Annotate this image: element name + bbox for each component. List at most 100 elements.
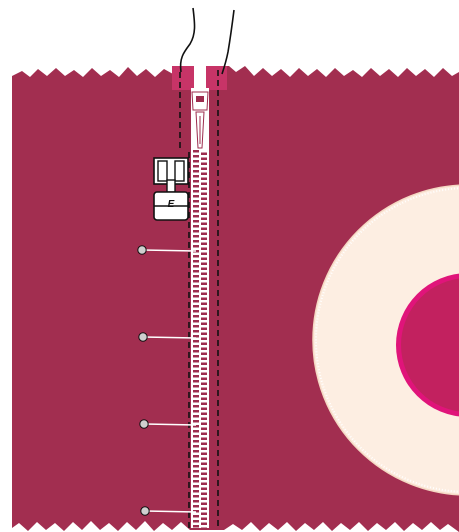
zipper-tooth [201, 447, 207, 450]
zipper-tooth [201, 337, 207, 340]
zipper-tooth [193, 365, 199, 368]
zipper-tooth [201, 257, 207, 260]
zipper-tooth [193, 230, 199, 233]
zipper-tooth [193, 250, 199, 253]
zipper-tooth [201, 272, 207, 275]
zipper-tooth [201, 502, 207, 505]
zipper-tooth [201, 412, 207, 415]
zipper-tooth [201, 517, 207, 520]
zipper-tooth [193, 435, 199, 438]
zipper-tooth [201, 417, 207, 420]
spool-inner [401, 278, 459, 412]
zipper-tooth [201, 382, 207, 385]
zipper-tooth [193, 200, 199, 203]
zipper-tooth [201, 472, 207, 475]
zipper-tooth [201, 512, 207, 515]
zipper-tooth [201, 252, 207, 255]
zipper-tooth [201, 432, 207, 435]
zipper-tooth [193, 305, 199, 308]
zipper-tooth [193, 390, 199, 393]
zipper-tooth [201, 262, 207, 265]
zipper-tooth [201, 167, 207, 170]
zipper-tooth [193, 225, 199, 228]
zipper-tooth [193, 470, 199, 473]
zipper-tooth [193, 355, 199, 358]
pin [137, 245, 197, 255]
zipper-tooth [201, 302, 207, 305]
zipper-tooth [193, 460, 199, 463]
presser-foot-letter: E [168, 199, 175, 210]
zipper-tooth [201, 462, 207, 465]
zipper-tooth [193, 500, 199, 503]
zipper-tooth [193, 170, 199, 173]
zipper-tooth [201, 232, 207, 235]
zipper-tooth [193, 175, 199, 178]
pin-shaft [144, 423, 197, 426]
zipper-tooth [193, 220, 199, 223]
zipper-tooth [193, 505, 199, 508]
zipper-tooth [193, 180, 199, 183]
zipper-tooth [193, 495, 199, 498]
zipper-tooth [193, 340, 199, 343]
zipper-tooth [193, 285, 199, 288]
zipper-tooth [193, 475, 199, 478]
zipper-tooth [201, 387, 207, 390]
zipper-tooth [193, 260, 199, 263]
zipper-tooth [193, 385, 199, 388]
zipper-tooth [193, 380, 199, 383]
zipper-tooth [193, 345, 199, 348]
zipper-tooth [193, 420, 199, 423]
zipper-tooth [193, 400, 199, 403]
pin [140, 506, 197, 516]
zipper-tooth [201, 157, 207, 160]
zipper-tooth [201, 452, 207, 455]
zipper-tooth [201, 497, 207, 500]
zipper-tooth [201, 402, 207, 405]
zipper-tooth [193, 445, 199, 448]
zipper-tooth [193, 455, 199, 458]
zipper-slider [191, 91, 209, 149]
zipper-tooth [201, 422, 207, 425]
zipper-tooth [201, 162, 207, 165]
zipper-tooth [193, 485, 199, 488]
zipper-tooth [201, 307, 207, 310]
pins [137, 245, 197, 516]
zipper-tooth [193, 315, 199, 318]
zipper-tooth [201, 282, 207, 285]
zipper-tooth [201, 377, 207, 380]
zipper-tooth [193, 405, 199, 408]
zipper-tooth [201, 222, 207, 225]
zipper-tooth [201, 347, 207, 350]
zipper-tooth [193, 270, 199, 273]
zipper-tooth [201, 182, 207, 185]
zipper-tooth [193, 465, 199, 468]
zipper-tooth [201, 357, 207, 360]
zipper-tooth [201, 227, 207, 230]
zipper-tooth [193, 395, 199, 398]
zipper-tooth [193, 410, 199, 413]
zipper-tooth [201, 242, 207, 245]
thread-spool [312, 184, 459, 496]
zipper-tooth [193, 165, 199, 168]
zipper-tooth [193, 360, 199, 363]
zipper-tooth [193, 205, 199, 208]
zipper-tooth [193, 510, 199, 513]
zipper-tooth [201, 492, 207, 495]
zipper-tooth [201, 392, 207, 395]
zipper-tooth [193, 240, 199, 243]
spool-outer [312, 184, 459, 496]
zipper-tooth [193, 300, 199, 303]
zipper-tooth [201, 322, 207, 325]
pin-head [139, 419, 149, 429]
zipper-tooth [201, 317, 207, 320]
zipper-tooth [193, 310, 199, 313]
zipper-tooth [201, 217, 207, 220]
thread-left [179, 7, 196, 73]
zipper-tooth [201, 197, 207, 200]
zipper-tooth [193, 195, 199, 198]
zipper-tooth [201, 437, 207, 440]
zipper-tooth [201, 352, 207, 355]
zipper-tooth [193, 275, 199, 278]
zipper-tooth [201, 522, 207, 525]
